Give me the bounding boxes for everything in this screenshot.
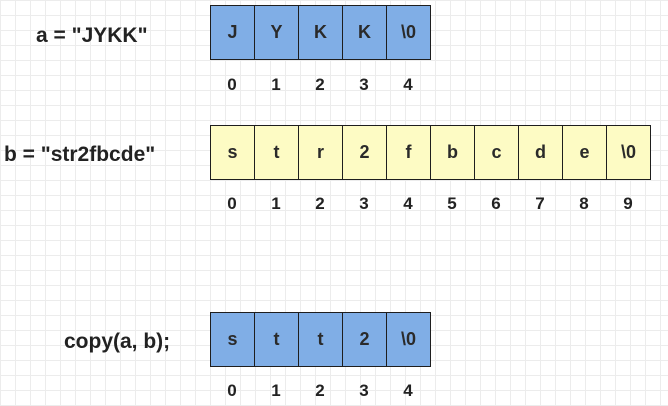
array-b-cell-3: 2 (342, 125, 387, 180)
copy-result-cell-4: \0 (386, 312, 431, 367)
array-b-index-8: 8 (579, 194, 589, 213)
array-b-label: b = "str2fbcde" (4, 143, 156, 166)
array-a-cell-2: K (298, 5, 343, 60)
copy-result-index-0: 0 (227, 381, 237, 400)
array-b-index-7: 7 (535, 194, 545, 213)
array-b-cell-1: t (254, 125, 299, 180)
array-b-cell-4: f (386, 125, 431, 180)
array-a-cell-1: Y (254, 5, 299, 60)
copy-result-index-4: 4 (403, 381, 413, 400)
array-a-index-4: 4 (403, 75, 413, 94)
array-a-label: a = "JYKK" (36, 24, 148, 47)
array-b-index-1: 1 (271, 194, 281, 213)
array-a-cell-0: J (210, 5, 255, 60)
copy-result-cells: s t t 2 \0 (210, 312, 431, 367)
array-a-cell-4: \0 (386, 5, 431, 60)
copy-result-cell-2: t (298, 312, 343, 367)
array-b-cell-6: c (474, 125, 519, 180)
array-a-cells: J Y K K \0 (210, 5, 431, 60)
array-a-cell-3: K (342, 5, 387, 60)
array-a-index-2: 2 (315, 75, 325, 94)
array-b-index-9: 9 (623, 194, 633, 213)
array-a-index-1: 1 (271, 75, 281, 94)
copy-result-indices: 0 1 2 3 4 (210, 381, 430, 401)
copy-result-index-1: 1 (271, 381, 281, 400)
array-b-cell-8: e (562, 125, 607, 180)
array-b-index-5: 5 (447, 194, 457, 213)
array-a-index-3: 3 (359, 75, 369, 94)
array-b-index-2: 2 (315, 194, 325, 213)
array-b-cell-9: \0 (606, 125, 651, 180)
array-b-index-3: 3 (359, 194, 369, 213)
array-b-index-4: 4 (403, 194, 413, 213)
array-a-index-0: 0 (227, 75, 237, 94)
copy-result-cell-1: t (254, 312, 299, 367)
copy-call-label: copy(a, b); (64, 330, 171, 353)
copy-result-index-3: 3 (359, 381, 369, 400)
array-b-cell-2: r (298, 125, 343, 180)
array-b-index-0: 0 (227, 194, 237, 213)
copy-result-cell-0: s (210, 312, 255, 367)
array-b-cell-7: d (518, 125, 563, 180)
copy-result-index-2: 2 (315, 381, 325, 400)
array-b-indices: 0 1 2 3 4 5 6 7 8 9 (210, 194, 650, 214)
array-b-cell-5: b (430, 125, 475, 180)
array-b-cells: s t r 2 f b c d e \0 (210, 125, 651, 180)
array-a-indices: 0 1 2 3 4 (210, 75, 430, 95)
array-b-cell-0: s (210, 125, 255, 180)
array-b-index-6: 6 (491, 194, 501, 213)
copy-result-cell-3: 2 (342, 312, 387, 367)
